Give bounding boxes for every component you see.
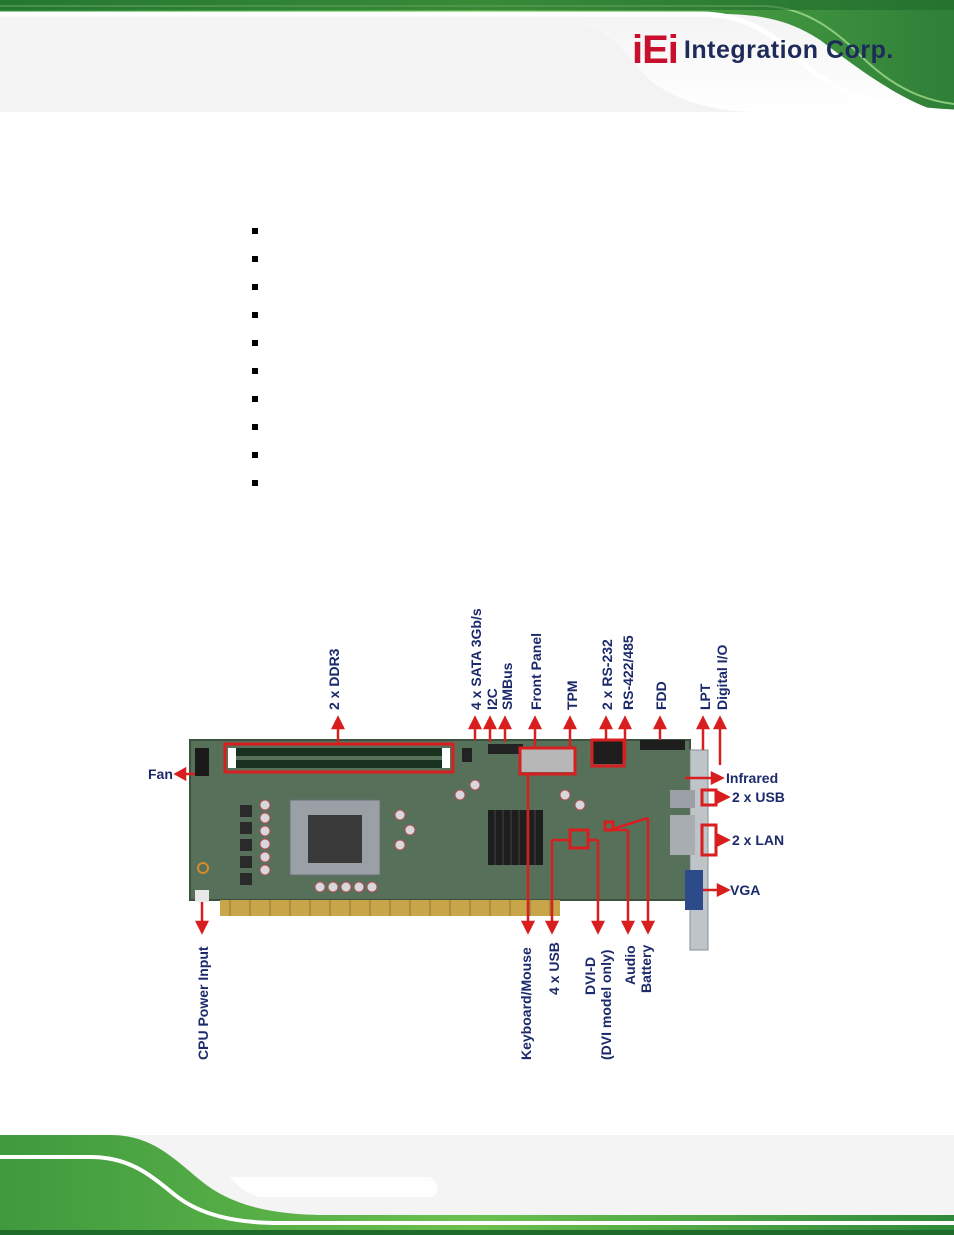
page-footer xyxy=(0,1135,954,1235)
label-tpm: TPM xyxy=(564,680,580,710)
page-header: iEi Integration Corp. xyxy=(0,0,954,112)
label-ddr3: 2 x DDR3 xyxy=(326,648,342,710)
list-item xyxy=(252,222,752,250)
label-digital-io: Digital I/O xyxy=(714,644,730,710)
label-rs232: 2 x RS-232 xyxy=(599,639,615,710)
bullet-list xyxy=(252,222,752,502)
label-i2c: I2C xyxy=(484,688,500,710)
logo-company-name: Integration Corp. xyxy=(683,36,894,64)
list-item xyxy=(252,306,752,334)
bullet-marker-icon xyxy=(252,340,258,346)
label-sata: 4 x SATA 3Gb/s xyxy=(468,608,484,710)
motherboard-image xyxy=(173,715,731,951)
label-rs422: RS-422/485 xyxy=(620,635,636,710)
label-front-panel: Front Panel xyxy=(528,632,544,710)
bullet-marker-icon xyxy=(252,256,258,262)
bullet-marker-icon xyxy=(252,452,258,458)
list-item xyxy=(252,474,752,502)
label-vga: VGA xyxy=(730,882,761,898)
label-smbus: SMBus xyxy=(499,662,515,710)
label-cpu-power: CPU Power Input xyxy=(195,946,211,1060)
footer-banner-graphic xyxy=(0,1135,954,1235)
label-fan: Fan xyxy=(148,766,173,782)
label-infrared: Infrared xyxy=(726,770,779,786)
board-figure: 2 x DDR3 4 x SATA 3Gb/s I2C SMBus Front … xyxy=(140,600,800,1070)
list-item xyxy=(252,418,752,446)
label-keyboard-mouse: Keyboard/Mouse xyxy=(518,947,534,1060)
label-battery: Battery xyxy=(638,944,654,993)
list-item xyxy=(252,362,752,390)
logo-mark: iEi xyxy=(632,28,679,72)
label-lan: 2 x LAN xyxy=(732,832,785,848)
list-item xyxy=(252,278,752,306)
bullet-marker-icon xyxy=(252,284,258,290)
list-item xyxy=(252,390,752,418)
label-dvi-note: (DVI model only) xyxy=(598,949,614,1060)
bullet-marker-icon xyxy=(252,480,258,486)
label-audio: Audio xyxy=(622,945,638,985)
company-logo: iEi Integration Corp. xyxy=(632,30,894,70)
bullet-marker-icon xyxy=(252,396,258,402)
label-dvi-d: DVI-D xyxy=(582,956,598,995)
list-item xyxy=(252,334,752,362)
header-banner-graphic xyxy=(0,0,954,112)
bullet-marker-icon xyxy=(252,228,258,234)
bullet-marker-icon xyxy=(252,424,258,430)
label-usb-internal: 4 x USB xyxy=(546,942,562,995)
bullet-marker-icon xyxy=(252,368,258,374)
bullet-marker-icon xyxy=(252,312,258,318)
label-fdd: FDD xyxy=(653,681,669,710)
label-lpt: LPT xyxy=(697,683,713,710)
list-item xyxy=(252,446,752,474)
label-usb-rear: 2 x USB xyxy=(732,789,785,805)
list-item xyxy=(252,250,752,278)
